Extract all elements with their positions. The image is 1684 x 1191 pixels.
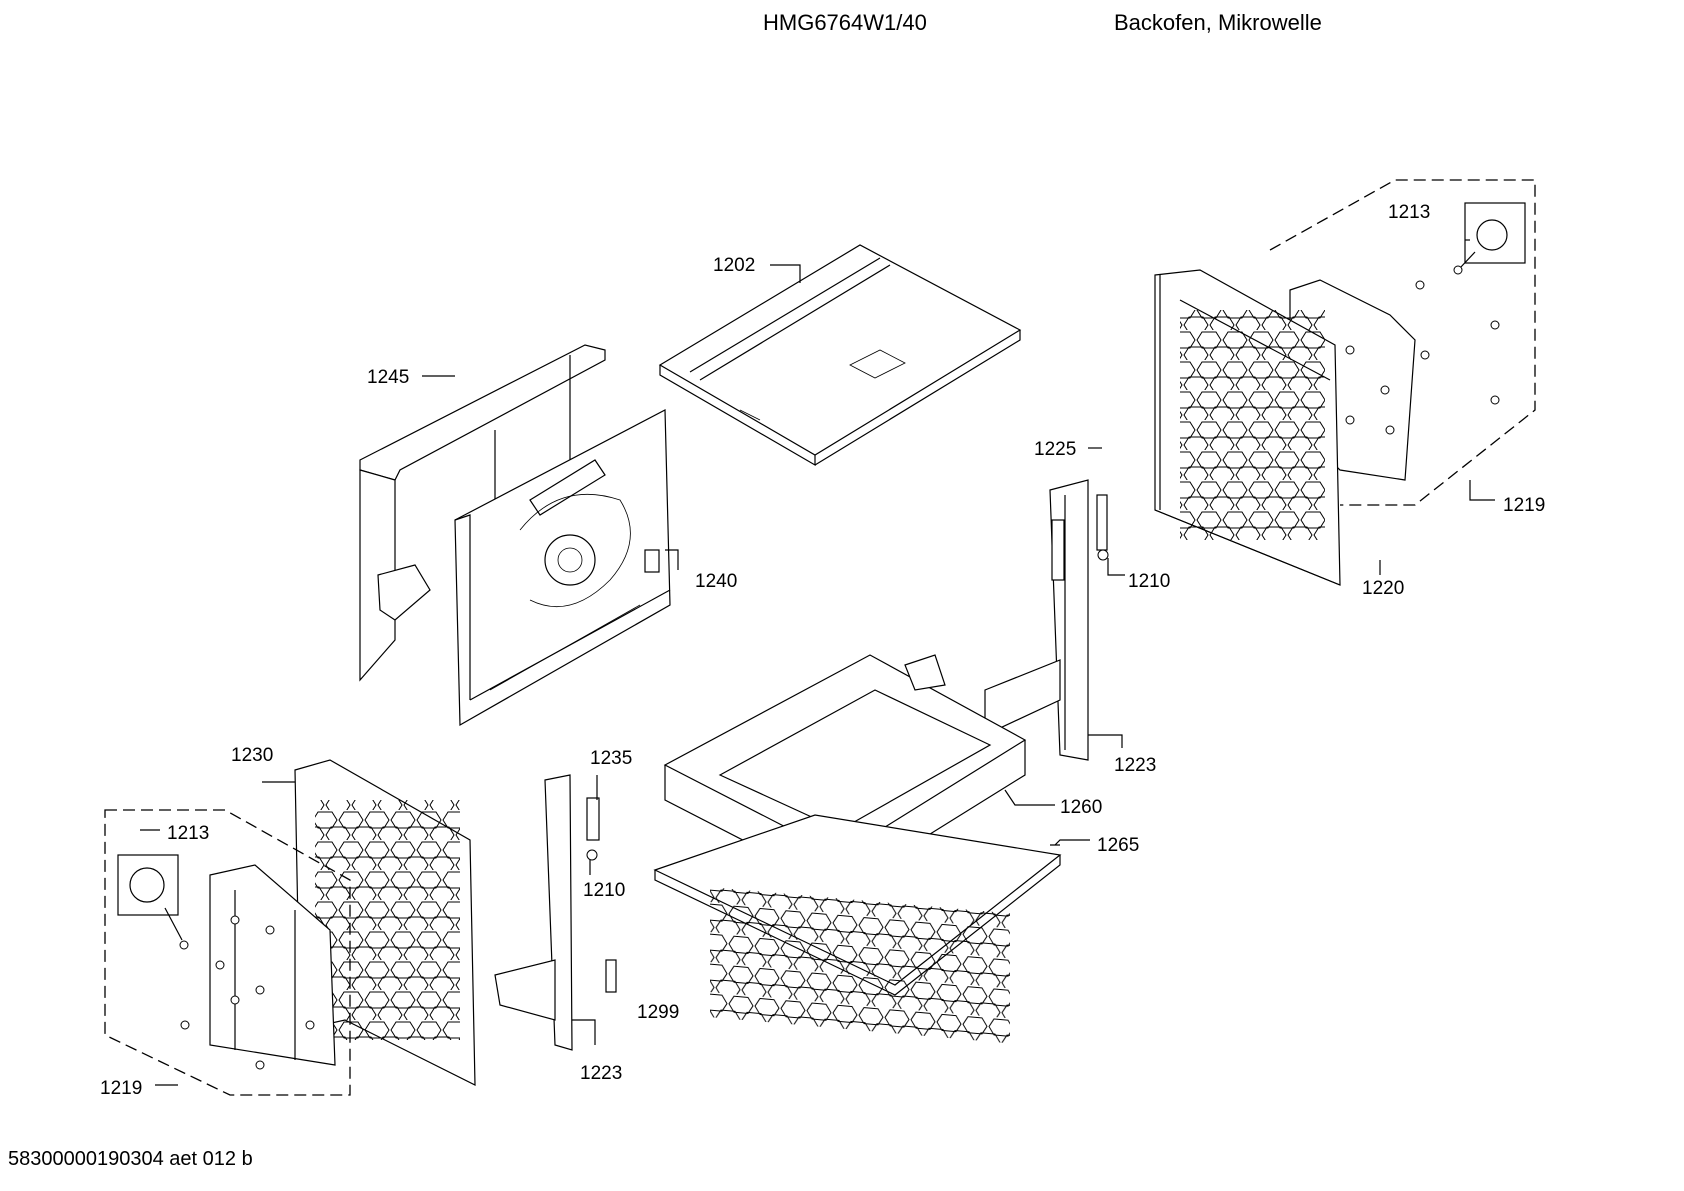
part-1223-guide-rail-left xyxy=(494,774,573,1051)
part-1202-top-cover xyxy=(658,244,1022,467)
label-1265: 1265 xyxy=(1097,835,1139,856)
model-number: HMG6764W1/40 xyxy=(763,10,927,35)
label-1235: 1235 xyxy=(590,748,632,769)
label-1225: 1225 xyxy=(1034,439,1076,460)
part-1213-fastener-bottom xyxy=(117,854,189,950)
label-1230: 1230 xyxy=(231,745,273,766)
label-1210-top: 1210 xyxy=(1128,571,1170,592)
label-1223-left: 1223 xyxy=(580,1063,622,1084)
document-code: 58300000190304 aet 012 b xyxy=(8,1148,253,1170)
part-1240-rear-wall xyxy=(454,409,671,727)
part-1299-strip xyxy=(605,959,617,993)
label-1213-top: 1213 xyxy=(1388,202,1430,223)
label-1240: 1240 xyxy=(695,571,737,592)
label-1245: 1245 xyxy=(367,367,409,388)
label-1260: 1260 xyxy=(1060,797,1102,818)
label-1210-bottom: 1210 xyxy=(583,880,625,901)
part-1235-holder xyxy=(586,797,600,841)
label-1219-bottom: 1219 xyxy=(100,1078,142,1099)
label-1213-bottom: 1213 xyxy=(167,823,209,844)
part-1265-bottom-plate xyxy=(653,814,1062,1044)
label-1220: 1220 xyxy=(1362,578,1404,599)
part-1210-holder-left xyxy=(586,849,598,861)
part-1213-fastener-top xyxy=(1453,202,1526,275)
label-1223-right: 1223 xyxy=(1114,755,1156,776)
label-1219-top: 1219 xyxy=(1503,495,1545,516)
part-1220-side-panel-right xyxy=(1154,269,1341,586)
part-1210-holder-right xyxy=(1096,494,1109,561)
label-1202: 1202 xyxy=(713,255,755,276)
label-1299: 1299 xyxy=(637,1002,679,1023)
appliance-description: Backofen, Mikrowelle xyxy=(1114,10,1322,35)
part-1219-side-cover-left xyxy=(104,809,351,1096)
leader-lines xyxy=(140,239,1495,1086)
part-1225-guide-rail-right xyxy=(1049,479,1089,761)
